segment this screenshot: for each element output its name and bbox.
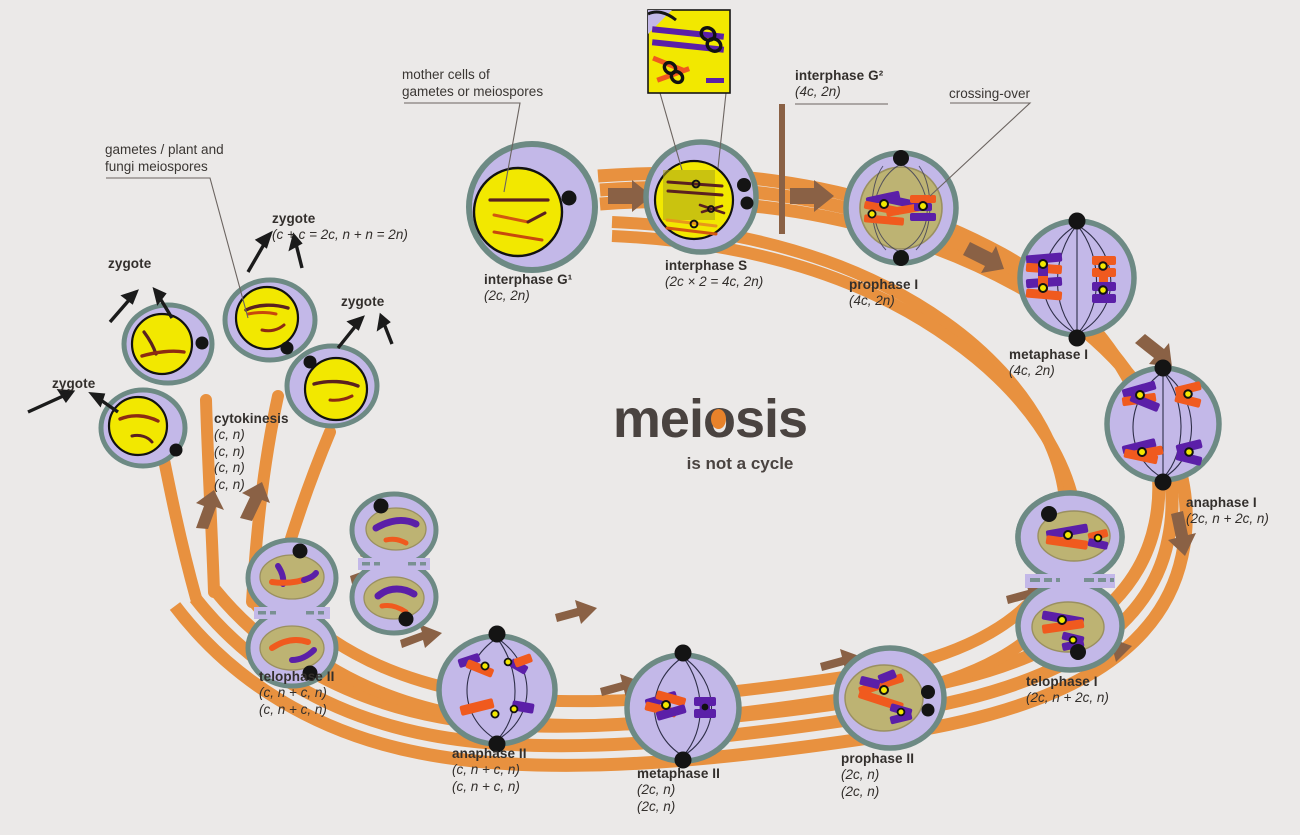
gamete-cell-left xyxy=(121,302,215,386)
chromosome-inset xyxy=(647,9,731,171)
cell-metaphase-ii xyxy=(624,644,742,769)
page-title: meiosis is not a cycle xyxy=(560,392,860,474)
gamete-cell-far-left xyxy=(98,387,188,469)
label-interphase-s: interphase S(2c × 2 = 4c, 2n) xyxy=(665,258,764,290)
cell-telophase-ii-upper xyxy=(349,491,439,636)
annotation-crossing-over: crossing-over xyxy=(949,86,1031,101)
gamete-cell-center xyxy=(222,277,318,363)
title-part-a: mei xyxy=(612,389,704,449)
cell-anaphase-i xyxy=(1104,359,1222,491)
centriole xyxy=(561,190,577,206)
cell-interphase-g1 xyxy=(466,141,598,273)
cell-prophase-i xyxy=(843,150,959,266)
title-subtitle: is not a cycle xyxy=(686,454,794,473)
leader-lines xyxy=(106,102,1032,319)
interphase-g2-marker-bar xyxy=(779,104,785,234)
label-anaphase-ii: anaphase II(c, n + c, n)(c, n + c, n) xyxy=(452,746,527,794)
title-main: meiosis xyxy=(560,392,860,446)
cell-interphase-s xyxy=(643,139,759,255)
zygote-arrows xyxy=(27,230,394,414)
cell-telophase-ii-lower xyxy=(245,537,339,689)
label-zygote-right: zygote xyxy=(341,294,385,309)
cell-metaphase-i xyxy=(1017,212,1137,347)
label-metaphase-ii: metaphase II(2c, n)(2c, n) xyxy=(637,766,720,814)
label-metaphase-i: metaphase I(4c, 2n) xyxy=(1009,347,1089,379)
label-cytokinesis: cytokinesis(c, n)(c, n)(c, n)(c, n) xyxy=(214,411,289,492)
label-telophase-ii: telophase II(c, n + c, n)(c, n + c, n) xyxy=(259,669,335,717)
gamete-cell-right xyxy=(284,343,380,429)
label-anaphase-i: anaphase I(2c, n + 2c, n) xyxy=(1186,495,1269,527)
label-prophase-i: prophase I(4c, 2n) xyxy=(849,277,919,309)
label-zygote-top-right: zygote(c + c = 2c, n + n = 2n) xyxy=(272,211,408,243)
label-prophase-ii: prophase II(2c, n)(2c, n) xyxy=(841,751,915,799)
cell-telophase-i xyxy=(1015,490,1125,673)
label-interphase-g1: interphase G¹(2c, 2n) xyxy=(484,272,573,304)
label-zygote-left-upper: zygote xyxy=(108,256,152,271)
label-telophase-i: telophase I(2c, n + 2c, n) xyxy=(1026,674,1109,706)
title-part-b: sis xyxy=(734,389,808,449)
cell-anaphase-ii xyxy=(436,625,558,753)
label-interphase-g2: interphase G²(4c, 2n) xyxy=(795,68,884,100)
title-letter-o: o xyxy=(702,389,736,449)
cell-prophase-ii xyxy=(833,645,947,751)
label-zygote-far-left: zygote xyxy=(52,376,96,391)
